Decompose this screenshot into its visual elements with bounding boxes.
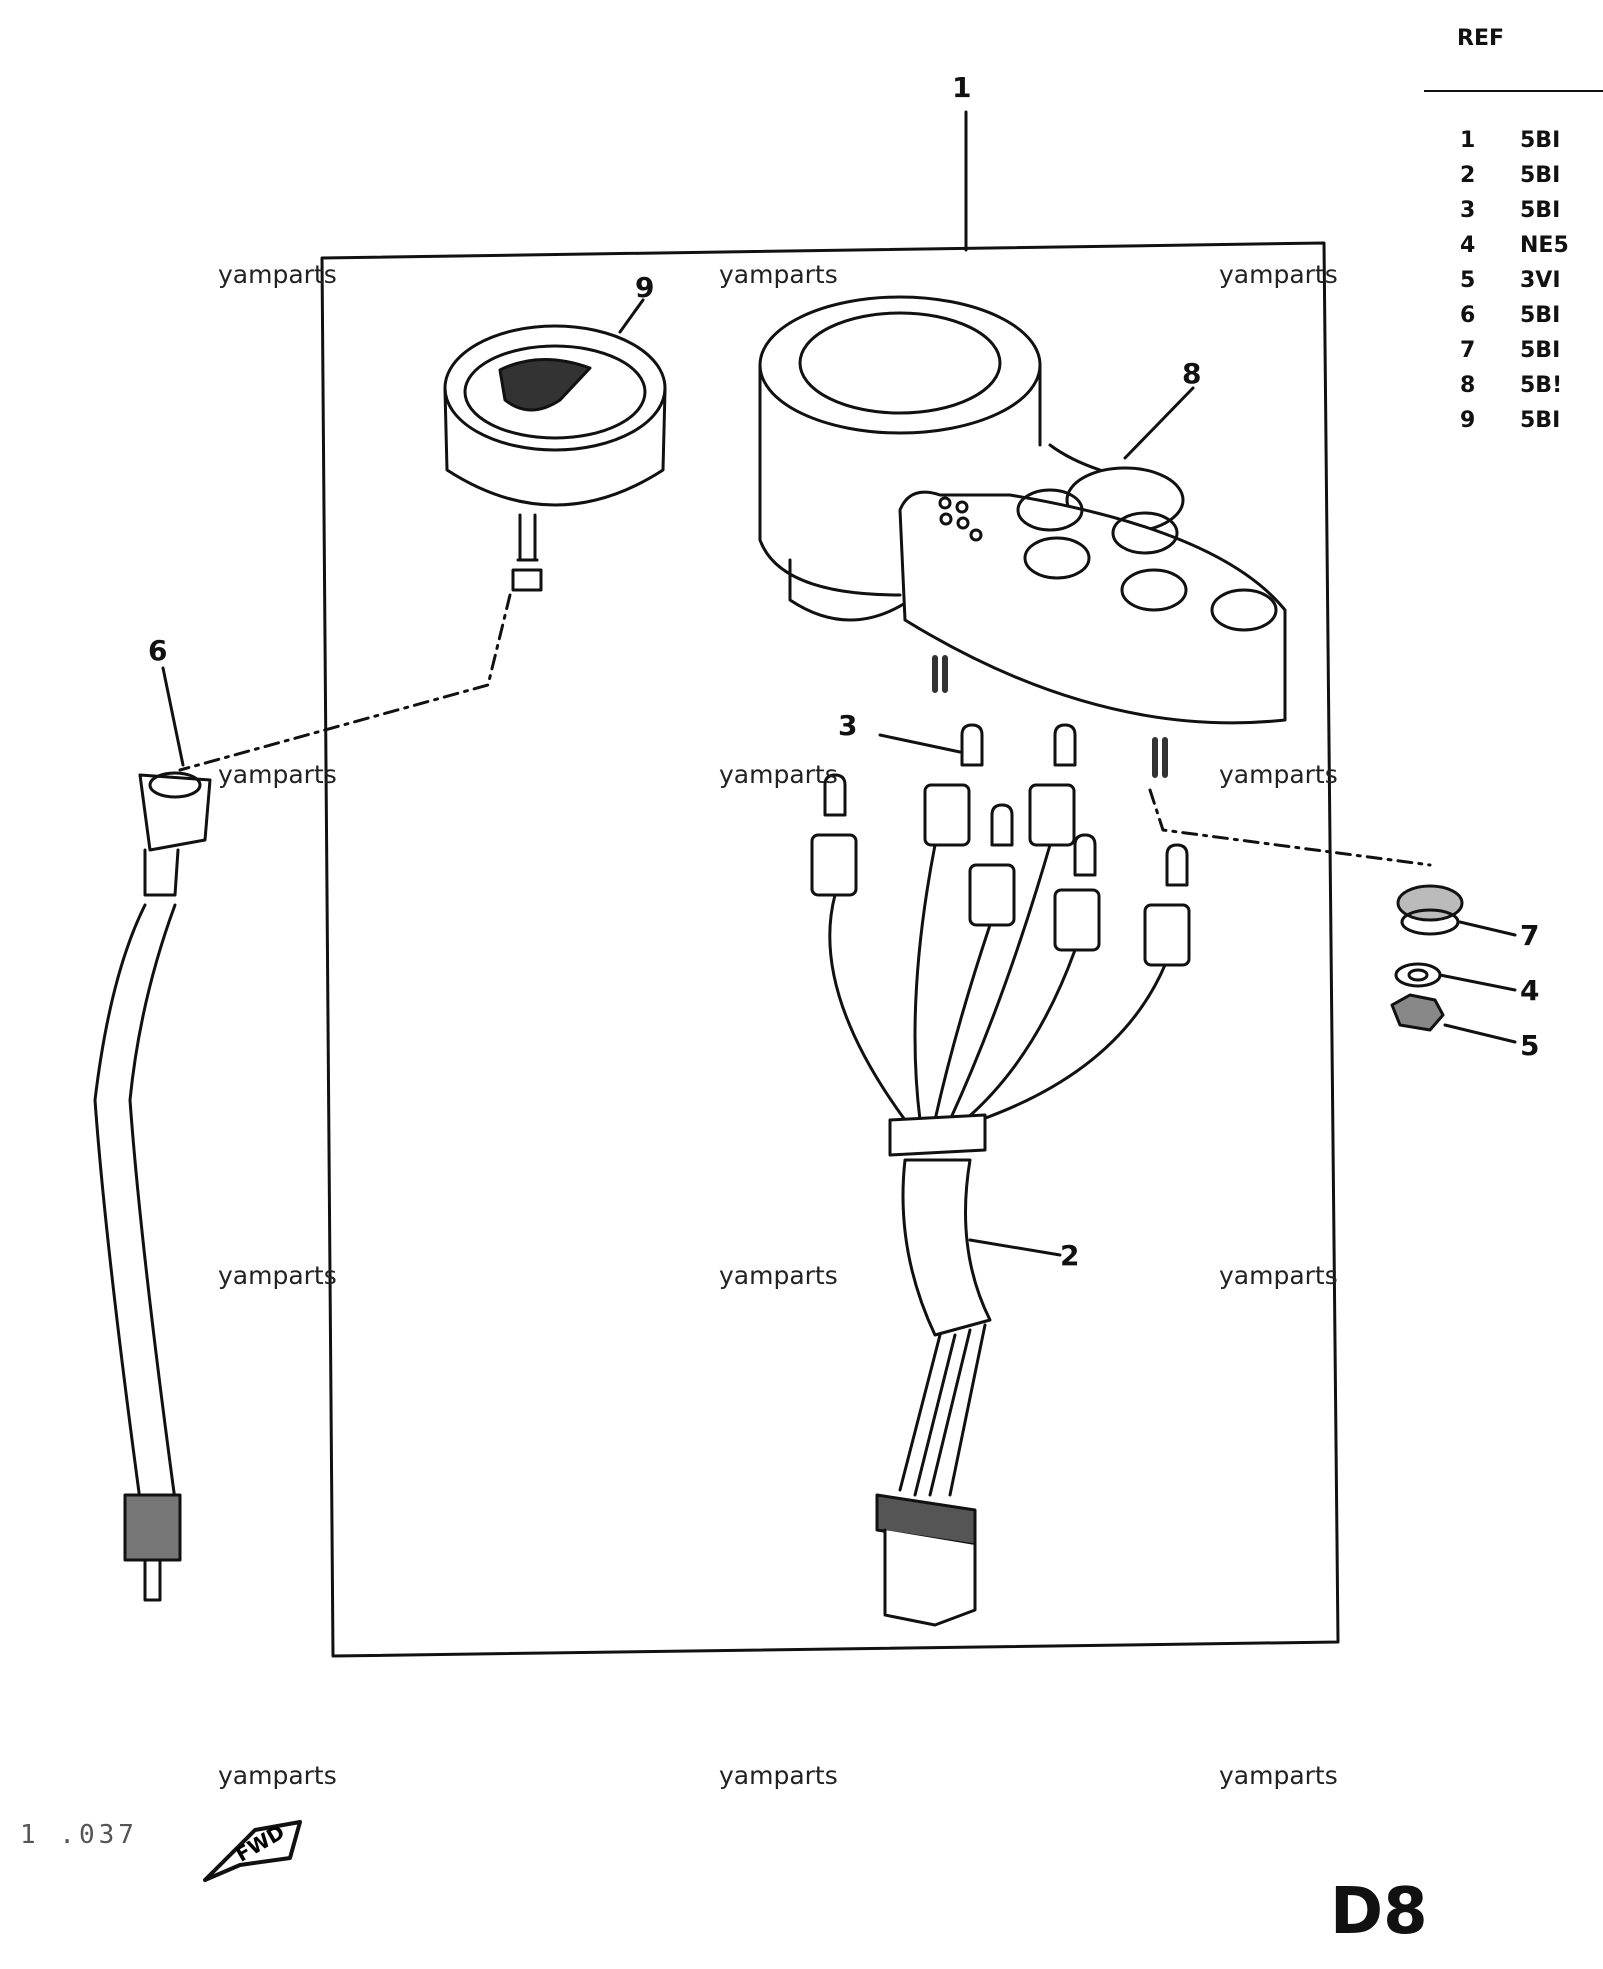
bulbs-and-harness-part xyxy=(810,723,1191,1627)
ref-header: REF xyxy=(1457,26,1504,51)
callout-4: 4 xyxy=(1520,974,1539,1007)
ref-part-code: 5BI xyxy=(1520,163,1561,188)
ref-part-code: NE5 xyxy=(1520,233,1569,258)
watermark-text: yamparts xyxy=(218,1261,337,1290)
ref-row: 9 5BI xyxy=(1460,408,1600,443)
watermark-text: yamparts xyxy=(1219,760,1338,789)
callout-3: 3 xyxy=(838,709,857,742)
callout-7: 7 xyxy=(1520,919,1539,952)
watermark-text: yamparts xyxy=(719,760,838,789)
watermark-text: yamparts xyxy=(1219,1761,1338,1790)
callout-line-9 xyxy=(618,298,645,334)
reference-list: 1 5BI 2 5BI 3 5BI 4 NE5 5 3VI 6 5BI 7 5B… xyxy=(1460,128,1600,443)
scan-fragment-text: 1 .037 xyxy=(20,1820,138,1850)
callout-9: 9 xyxy=(635,271,654,304)
ref-number: 4 xyxy=(1460,233,1476,258)
callout-line-8 xyxy=(1123,386,1195,460)
ref-part-code: 5BI xyxy=(1520,338,1561,363)
ref-part-code: 5BI xyxy=(1520,198,1561,223)
ref-number: 6 xyxy=(1460,303,1476,328)
callout-line-6 xyxy=(161,666,185,767)
watermark-text: yamparts xyxy=(719,1761,838,1790)
callout-line-3 xyxy=(878,733,962,754)
ref-row: 3 5BI xyxy=(1460,198,1600,233)
callout-1: 1 xyxy=(952,71,971,104)
ref-number: 2 xyxy=(1460,163,1476,188)
page-code: D8 xyxy=(1330,1875,1428,1949)
watermark-text: yamparts xyxy=(218,760,337,789)
ref-row: 5 3VI xyxy=(1460,268,1600,303)
watermark-text: yamparts xyxy=(218,1761,337,1790)
watermark-text: yamparts xyxy=(1219,260,1338,289)
watermark-text: yamparts xyxy=(719,260,838,289)
ref-part-code: 5BI xyxy=(1520,128,1561,153)
ref-row: 2 5BI xyxy=(1460,163,1600,198)
fwd-arrow-icon xyxy=(203,1820,302,1882)
ref-row: 7 5BI xyxy=(1460,338,1600,373)
ref-divider xyxy=(1424,90,1603,92)
meter-body-part xyxy=(758,295,1287,778)
ref-number: 1 xyxy=(1460,128,1476,153)
callout-line-7 xyxy=(1458,920,1517,937)
ref-part-code: 5BI xyxy=(1520,303,1561,328)
watermark-text: yamparts xyxy=(1219,1261,1338,1290)
ref-number: 8 xyxy=(1460,373,1476,398)
ref-number: 7 xyxy=(1460,338,1476,363)
callout-line-2 xyxy=(968,1238,1062,1257)
ref-row: 4 NE5 xyxy=(1460,233,1600,268)
callout-line-4 xyxy=(1438,973,1517,992)
ref-number: 5 xyxy=(1460,268,1476,293)
cable-part xyxy=(93,771,212,1602)
ref-number: 3 xyxy=(1460,198,1476,223)
callout-line-5 xyxy=(1443,1023,1517,1044)
ref-part-code: 3VI xyxy=(1520,268,1561,293)
ref-row: 8 5B! xyxy=(1460,373,1600,408)
fastener-parts xyxy=(1390,884,1464,1032)
watermark-text: yamparts xyxy=(218,260,337,289)
watermark-text: yamparts xyxy=(719,1261,838,1290)
callout-6: 6 xyxy=(148,634,167,667)
assembly-frame xyxy=(320,241,1340,1658)
callout-8: 8 xyxy=(1182,357,1201,390)
callout-5: 5 xyxy=(1520,1029,1539,1062)
ref-part-code: 5B! xyxy=(1520,373,1563,398)
ref-row: 1 5BI xyxy=(1460,128,1600,163)
tachometer-part xyxy=(443,324,667,592)
dashed-connectors xyxy=(178,593,1432,867)
callout-2: 2 xyxy=(1060,1239,1079,1272)
ref-row: 6 5BI xyxy=(1460,303,1600,338)
ref-part-code: 5BI xyxy=(1520,408,1561,433)
ref-number: 9 xyxy=(1460,408,1476,433)
